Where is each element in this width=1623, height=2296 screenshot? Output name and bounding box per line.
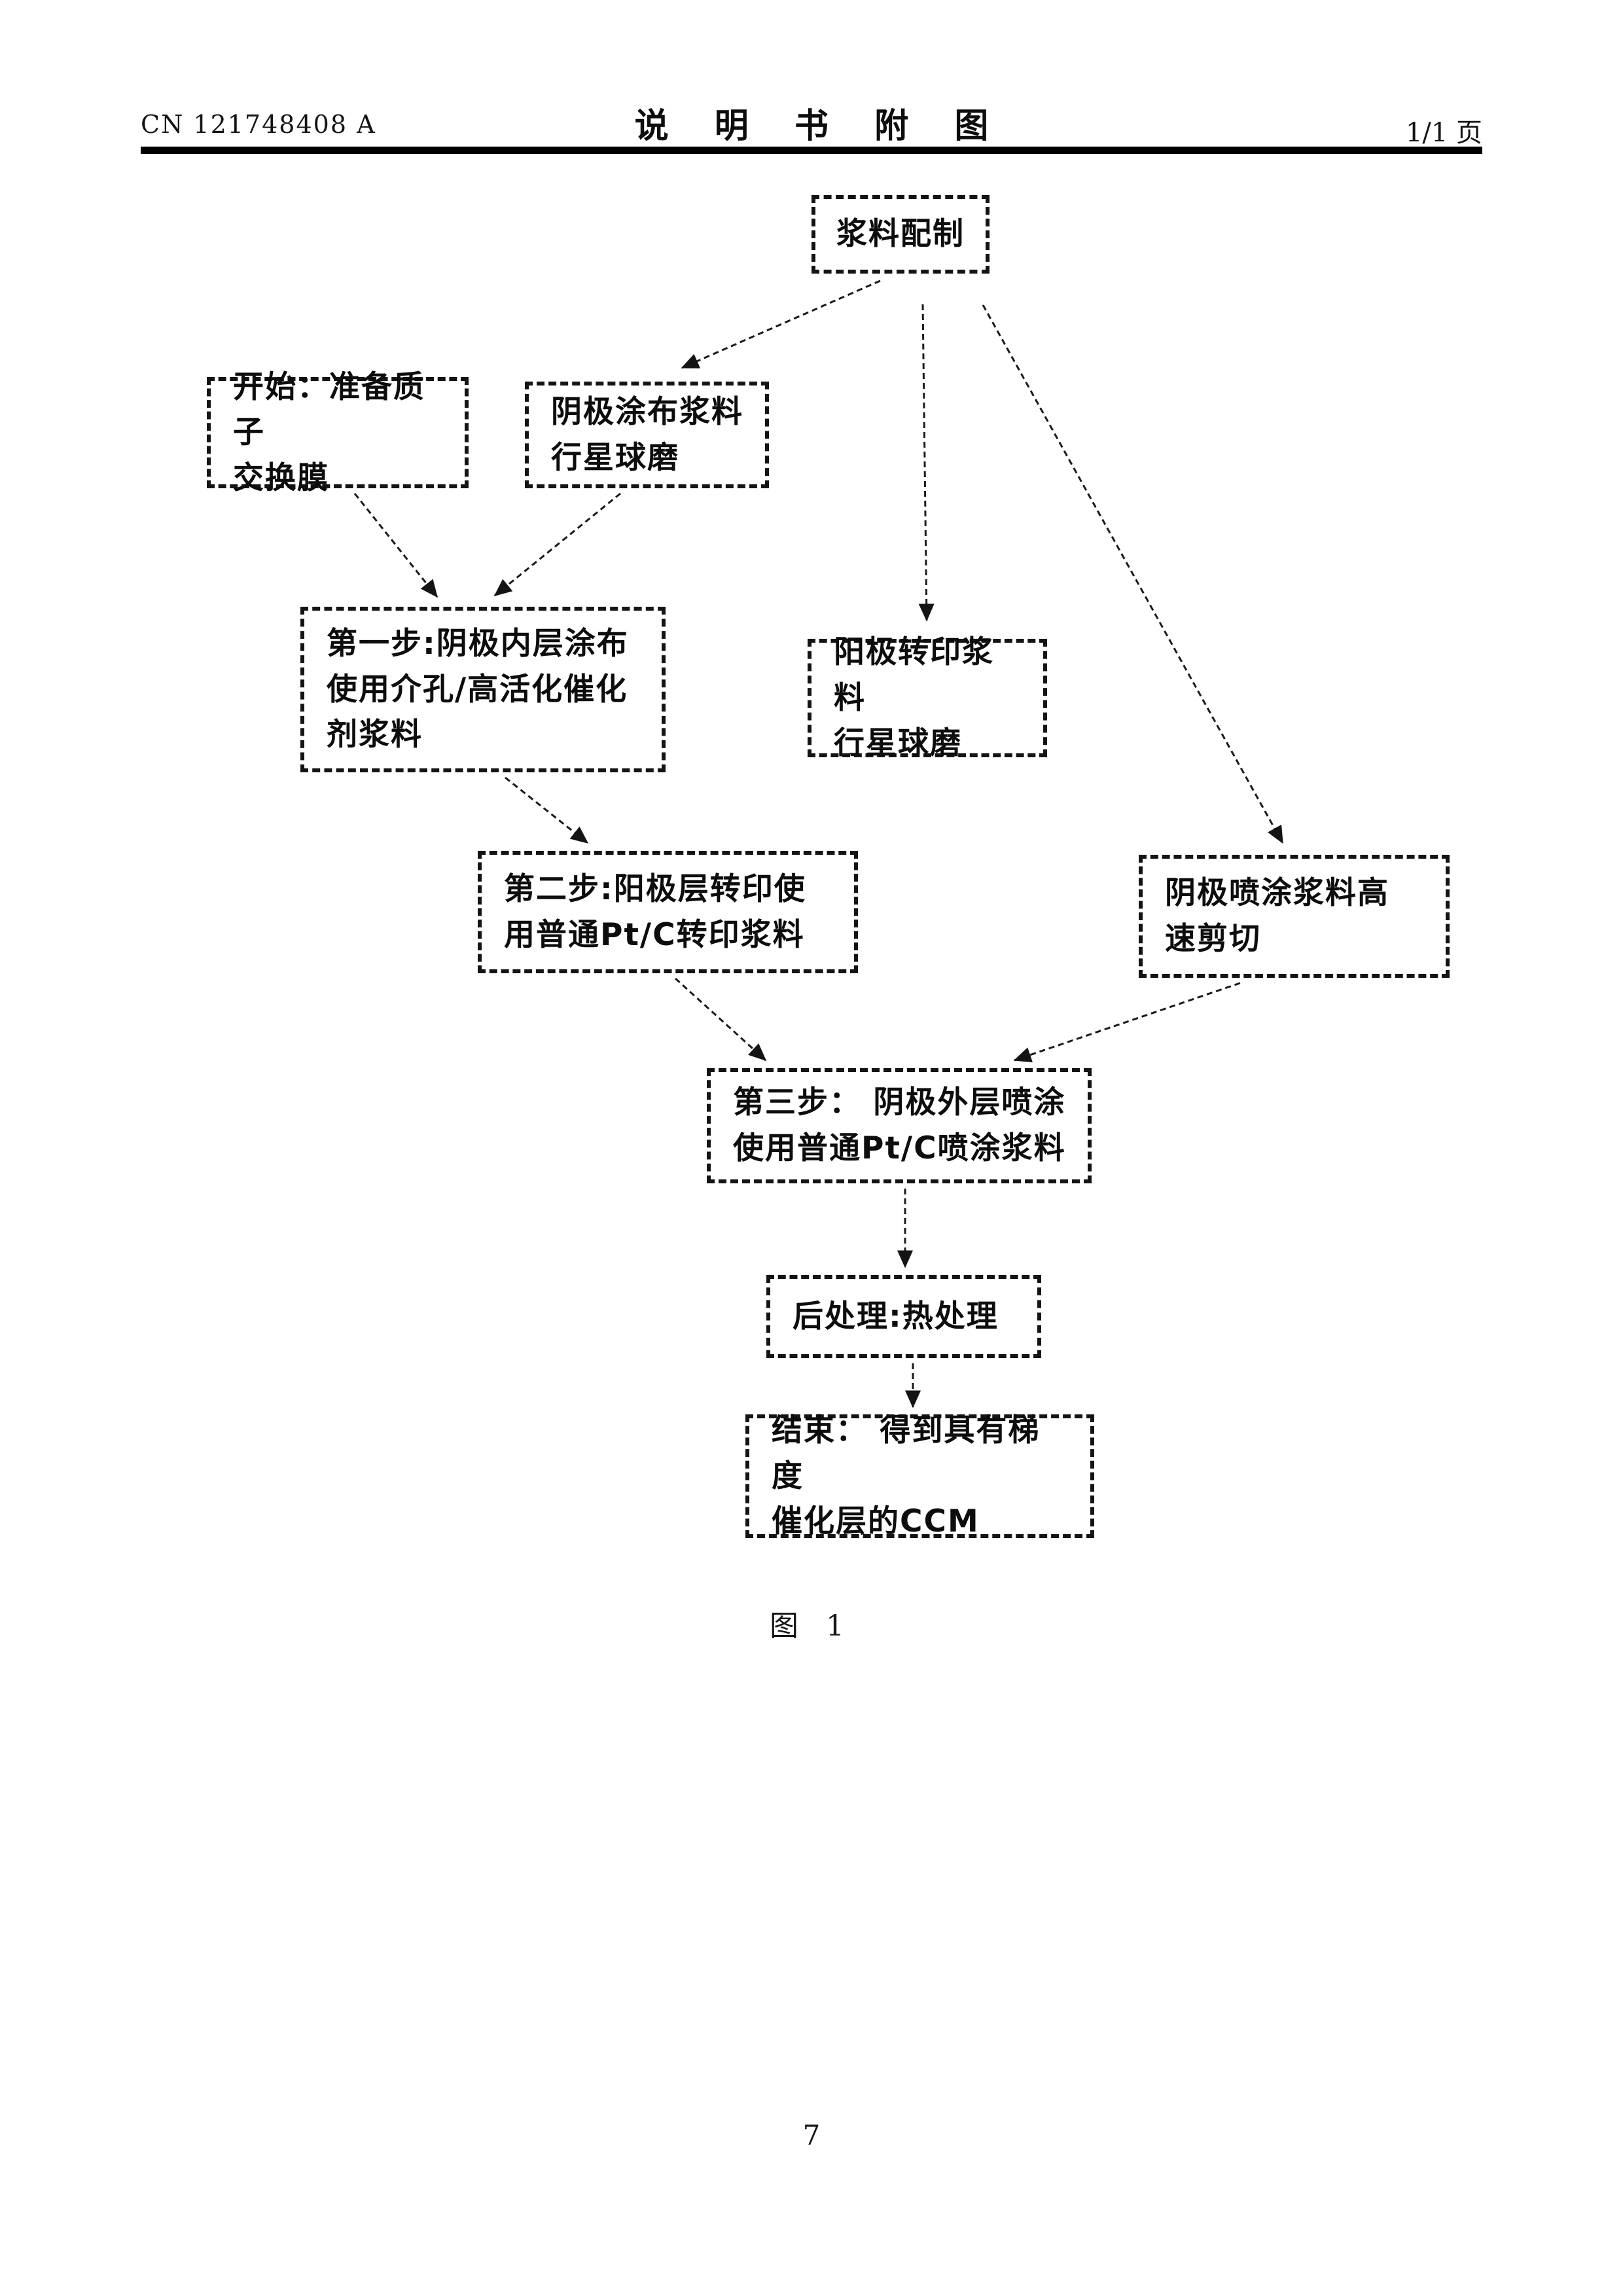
page-indicator: 1/1 页 xyxy=(1405,118,1482,148)
edge-cathode-spray-to-step3 xyxy=(1013,982,1241,1063)
flow-node-anode-transfer-milling: 阳极转印浆料 行星球磨 xyxy=(808,634,1047,761)
flow-node-cathode-spray-shearing: 阴极喷涂浆料高 速剪切 xyxy=(1139,855,1450,978)
edge-slurry-to-cathode-coating xyxy=(681,279,881,369)
flow-node-slurry-prep: 浆料配制 xyxy=(812,195,990,274)
flow-node-start-membrane: 开始：准备质子 交换膜 xyxy=(207,369,469,496)
flow-node-post-treatment: 后处理:热处理 xyxy=(766,1275,1041,1358)
flow-node-step2: 第二步:阳极层转印使 用普通Pt/C转印浆料 xyxy=(478,851,858,973)
flow-node-step1: 第一步:阴极内层涂布 使用介孔/高活化催化 剂浆料 xyxy=(300,607,666,772)
document-number: CN 121748408 A xyxy=(141,110,376,139)
page-title: 说明书附图 xyxy=(634,107,1035,146)
edge-slurry-to-anode-transfer xyxy=(918,304,935,622)
flow-node-end-ccm: 结束： 得到具有梯度 催化层的CCM xyxy=(745,1412,1094,1539)
edge-step1-to-step2 xyxy=(505,776,589,844)
edge-step2-to-step3 xyxy=(674,977,767,1062)
figure-caption: 图 1 xyxy=(770,1609,853,1643)
edge-slurry-to-cathode-spray xyxy=(982,304,1284,844)
flow-node-cathode-coating-milling: 阴极涂布浆料 行星球磨 xyxy=(525,382,769,488)
edge-cathode-coating-to-step1 xyxy=(493,492,621,597)
header-rule xyxy=(141,147,1482,154)
flow-node-step3: 第三步： 阴极外层喷涂 使用普通Pt/C喷涂浆料 xyxy=(707,1068,1092,1183)
edge-start-to-step1 xyxy=(353,493,438,598)
page-number: 7 xyxy=(802,2119,821,2151)
